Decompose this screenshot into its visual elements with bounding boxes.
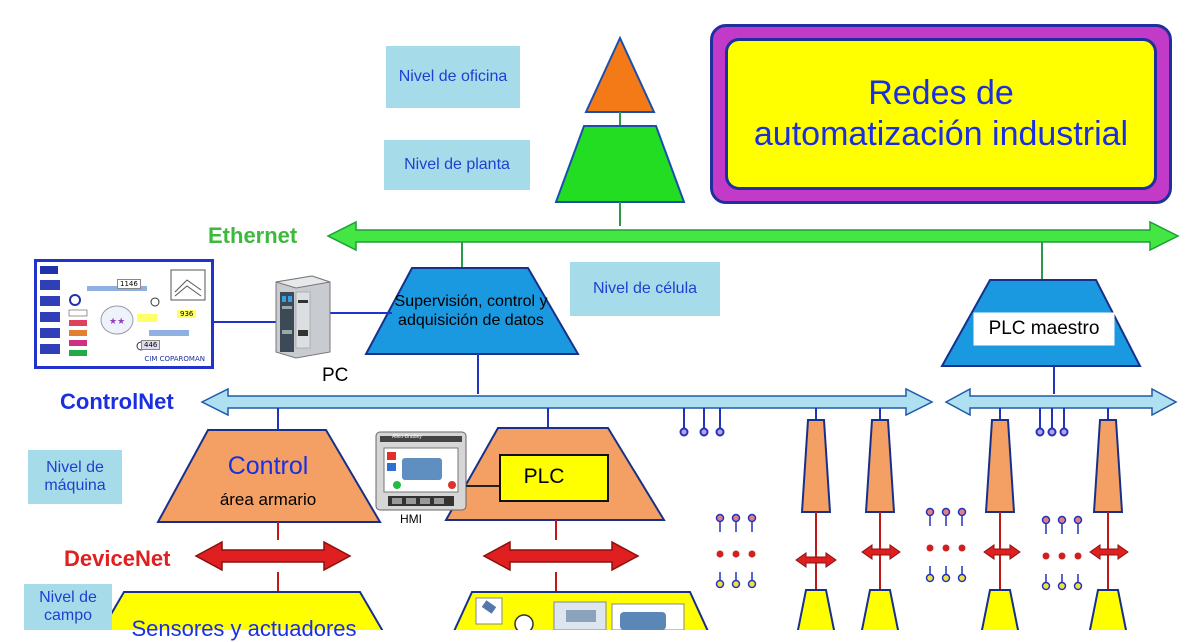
controlnet-bus-main: [200, 387, 934, 417]
ethernet-label: Ethernet: [208, 223, 298, 248]
controlnet-bus-master: [944, 387, 1178, 417]
supervision-label: Supervisión, control y adquisición de da…: [394, 293, 548, 330]
title-line-2: automatización industrial: [753, 115, 1129, 153]
level-label-maquina: Nivel de máquina: [28, 450, 122, 504]
svg-text:★★: ★★: [109, 317, 125, 327]
level-label-campo: Nivel de campo: [24, 584, 112, 630]
plc-label: PLC: [523, 465, 565, 488]
title-box: Redes de automatización industrial: [710, 24, 1172, 204]
devicenet-label: DeviceNet: [64, 546, 171, 571]
plc-master-label: PLC maestro: [988, 318, 1100, 339]
field-towers-bottom: [796, 589, 1128, 630]
controlnet-label: ControlNet: [60, 389, 174, 414]
control-trapezoid: [156, 429, 382, 523]
devicenet-small-arrows: [795, 544, 1129, 568]
office-level-triangle: [584, 35, 656, 113]
field-node-clusters: [715, 507, 1083, 591]
screen-value-1: 1146: [117, 279, 141, 289]
controlnet-node-drops: [679, 408, 1069, 437]
motor-icon: [611, 603, 685, 630]
screen-caption: CIM COPAROMAN: [144, 355, 205, 363]
hmi-label: HMI: [400, 512, 422, 526]
screen-value-3: 446: [141, 340, 161, 350]
ethernet-bus: [326, 220, 1180, 252]
level-label-oficina: Nivel de oficina: [386, 46, 520, 108]
level-label-celula: Nivel de célula: [570, 262, 720, 316]
title-inner: Redes de automatización industrial: [725, 38, 1157, 190]
hmi-brand: Allen-Bradley: [392, 434, 422, 440]
sensors-label: Sensores y actuadores: [131, 616, 357, 641]
control-sublabel: área armario: [219, 490, 317, 509]
pc-label: PC: [322, 365, 349, 386]
sensor-icon: [475, 597, 503, 625]
machine-towers: [800, 408, 1124, 513]
plc-box: [499, 454, 609, 502]
monitor-screen-icon: ★★: [40, 266, 206, 356]
pc-icon: [275, 275, 331, 359]
devicenet-bus-plc: [482, 540, 640, 572]
plc-master-box: [973, 312, 1115, 346]
title-line-1: Redes de: [868, 74, 1014, 113]
supervision-trapezoid: [364, 267, 580, 355]
control-label: Control: [227, 452, 309, 480]
screen-value-2: 936: [177, 310, 197, 318]
devicenet-bus-control: [194, 540, 352, 572]
plant-level-trapezoid: [554, 125, 686, 203]
actuator-icon: [514, 601, 607, 630]
hmi-panel-icon: [375, 431, 467, 511]
scada-monitor-screen: ★★ 1146 936 446 CIM COPAROMAN: [34, 259, 214, 369]
level-label-planta: Nivel de planta: [384, 140, 530, 190]
